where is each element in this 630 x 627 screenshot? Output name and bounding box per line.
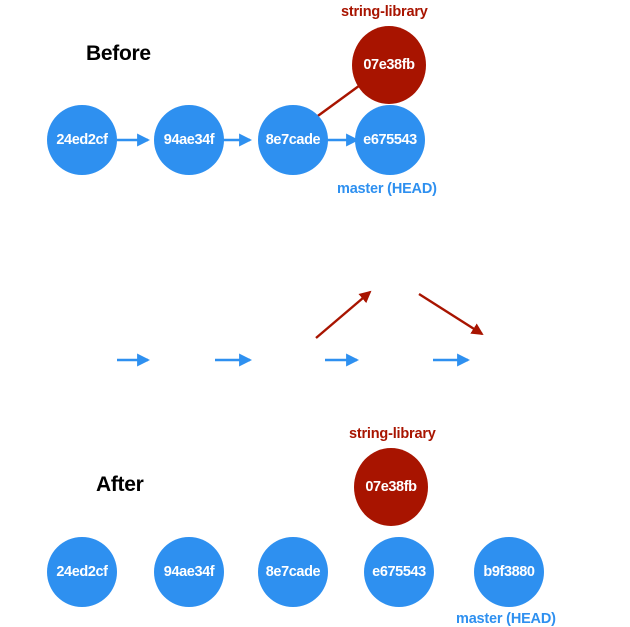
before-commit-94ae34f[interactable]: 94ae34f [154,105,224,175]
after-commit-hash-4: b9f3880 [483,564,535,580]
after-commit-24ed2cf[interactable]: 24ed2cf [47,537,117,607]
before-commit-hash-0: 24ed2cf [56,132,108,148]
before-head-label: master (HEAD) [337,181,437,197]
before-title: Before [86,42,151,65]
before-commit-e675543[interactable]: e675543 [355,105,425,175]
after-commit-b9f3880[interactable]: b9f3880 [474,537,544,607]
after-commit-e675543[interactable]: e675543 [364,537,434,607]
after-diagram: After string-library 07e38fb 24ed2cf 94a… [0,212,630,627]
before-branch-label: string-library [341,4,428,20]
after-commit-hash-3: e675543 [372,564,426,580]
before-diagram: Before string-library 07e38fb 24ed2cf 94… [0,0,630,212]
before-commit-hash-3: e675543 [363,132,417,148]
after-branch-commit-hash: 07e38fb [365,479,417,495]
before-commit-24ed2cf[interactable]: 24ed2cf [47,105,117,175]
after-head-label: master (HEAD) [456,611,556,627]
after-title: After [96,473,144,496]
before-branch-commit-07e38fb[interactable]: 07e38fb [352,26,426,104]
before-commit-hash-1: 94ae34f [163,132,215,148]
edge-07e38fb-b9f3880 [418,292,484,336]
after-commit-94ae34f[interactable]: 94ae34f [154,537,224,607]
before-branch-commit-hash: 07e38fb [363,57,415,73]
before-connectors [117,70,380,147]
after-commit-8e7cade[interactable]: 8e7cade [258,537,328,607]
after-connectors [117,290,484,367]
after-commit-hash-2: 8e7cade [265,564,321,580]
after-branch-commit-07e38fb[interactable]: 07e38fb [354,448,428,526]
edge-8e7cade-07e38fb [315,290,372,339]
before-commit-hash-2: 8e7cade [265,132,321,148]
after-branch-label: string-library [349,426,436,442]
after-commit-hash-1: 94ae34f [163,564,215,580]
before-commit-8e7cade[interactable]: 8e7cade [258,105,328,175]
after-commit-hash-0: 24ed2cf [56,564,108,580]
